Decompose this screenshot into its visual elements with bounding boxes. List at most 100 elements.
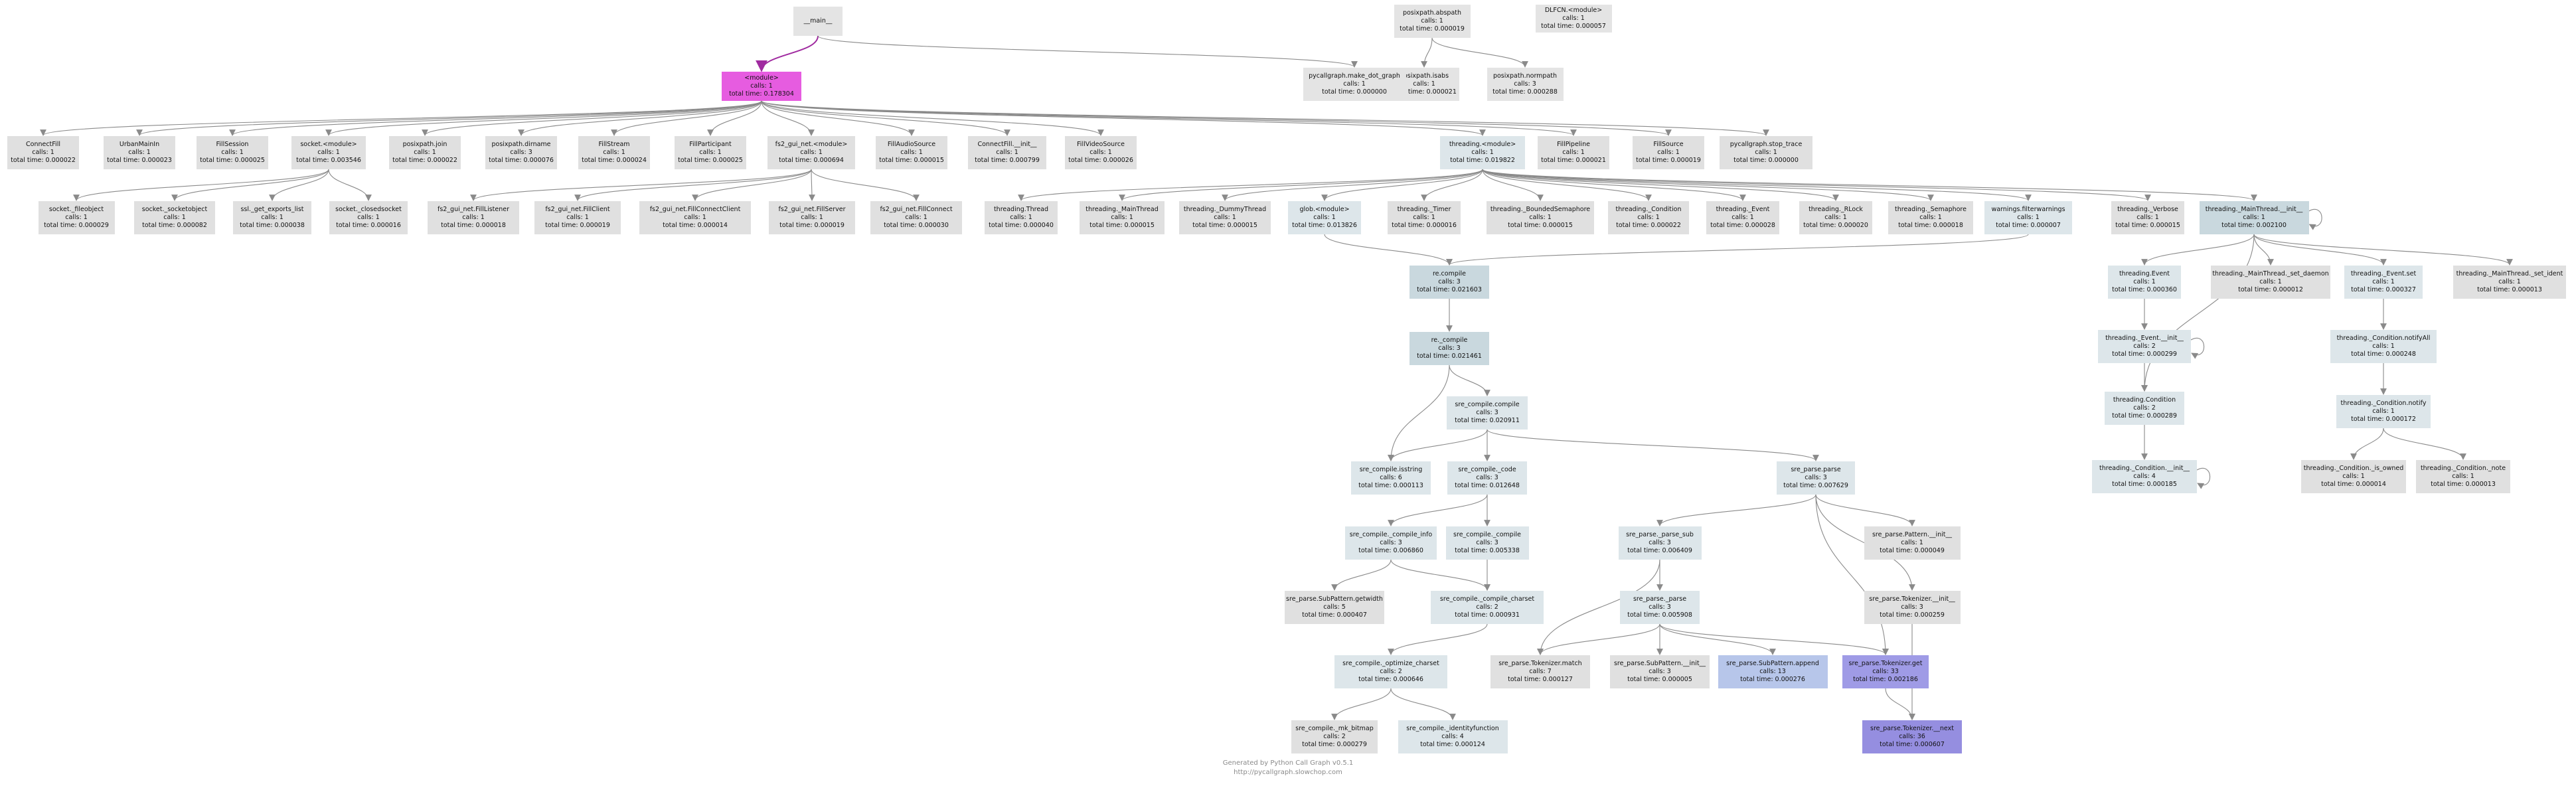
node-calls: calls: 1 bbox=[2372, 343, 2395, 350]
node-total-time: total time: 0.000014 bbox=[663, 222, 728, 229]
node-function-name: socket._fileobject bbox=[48, 206, 104, 213]
node-function-name: FillVideoSource bbox=[1077, 141, 1125, 148]
node-calls: calls: 1 bbox=[996, 149, 1018, 156]
node-calls: calls: 1 bbox=[462, 214, 485, 221]
node-total-time: total time: 0.000021 bbox=[1392, 88, 1457, 96]
node-total-time: total time: 0.000030 bbox=[884, 222, 949, 229]
node-function-name: threading._Condition.__init__ bbox=[2099, 465, 2190, 472]
node-calls: calls: 1 bbox=[1413, 214, 1435, 221]
node-function-name: fs2_gui_net.FillConnectClient bbox=[649, 206, 741, 213]
node-calls: calls: 1 bbox=[566, 214, 589, 221]
edge-thrmaininit-to-threvt bbox=[2141, 234, 2255, 266]
node-function-name: FillPipeline bbox=[1557, 141, 1590, 148]
edge-tokget-to-tokenext bbox=[1885, 688, 1915, 720]
footer-url[interactable]: http://pycallgraph.slowchop.com bbox=[1234, 769, 1342, 776]
edge-self-thrmaininit bbox=[2308, 209, 2322, 230]
edge-spparse-to-tokget bbox=[1659, 623, 1889, 655]
node-function-name: ConnectFill bbox=[26, 141, 60, 148]
node-total-time: total time: 0.000019 bbox=[545, 222, 610, 229]
edge-thrmod-to-thrsema bbox=[1482, 169, 1934, 201]
node-calls: calls: 5 bbox=[1323, 603, 1346, 611]
node-main[interactable]: __main__ bbox=[793, 7, 843, 36]
node-calls: calls: 1 bbox=[2017, 214, 2040, 221]
